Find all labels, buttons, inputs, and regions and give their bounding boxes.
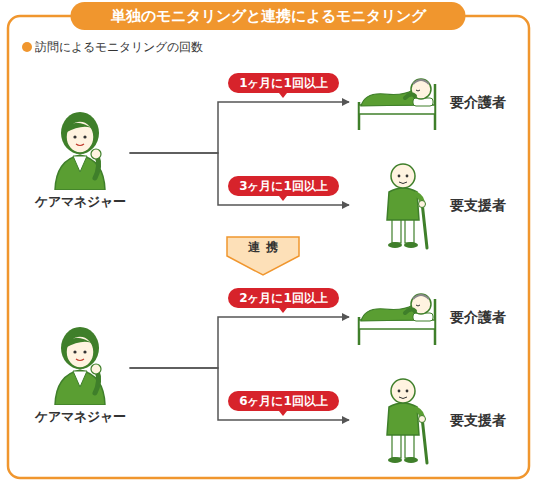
person-node: 要支援者 — [350, 375, 512, 465]
title-band: 単独のモニタリングと連携によるモニタリング — [71, 2, 466, 30]
subheading: 訪問によるモニタリングの回数 — [35, 39, 203, 56]
care-manager-node: ケアマネジャー — [31, 105, 130, 211]
connector-arrow — [130, 317, 350, 368]
bedridden-person-figure — [359, 294, 435, 345]
frequency-badge: 1ヶ月に1回以上 — [228, 73, 339, 93]
care-manager-figure — [55, 112, 105, 190]
elderly-person-figure — [387, 379, 427, 463]
frequency-badge: 3ヶ月に1回以上 — [228, 176, 339, 196]
node-label: ケアマネジャー — [35, 193, 126, 211]
person-node: 要支援者 — [350, 160, 512, 250]
care-manager-figure — [55, 327, 105, 405]
frequency-badge: 2ヶ月に1回以上 — [228, 288, 339, 308]
node-label: 要介護者 — [450, 93, 506, 111]
bullet — [22, 42, 32, 52]
connector-arrow — [130, 102, 350, 153]
connector-arrow — [130, 368, 350, 420]
arrow-label: 連携 — [225, 236, 301, 255]
care-manager-node: ケアマネジャー — [31, 320, 130, 426]
node-label: 要支援者 — [450, 411, 506, 429]
arrow-box: 連携 — [225, 236, 301, 276]
node-label: 要支援者 — [450, 196, 506, 214]
person-node: 要介護者 — [350, 285, 512, 349]
person-node: 要介護者 — [350, 70, 512, 134]
node-label: 要介護者 — [450, 308, 506, 326]
connector-arrow — [130, 153, 350, 205]
node-label: ケアマネジャー — [35, 408, 126, 426]
elderly-person-figure — [387, 164, 427, 248]
outer-frame — [8, 16, 529, 478]
frequency-badge: 6ヶ月に1回以上 — [228, 391, 339, 411]
bedridden-person-figure — [359, 79, 435, 130]
